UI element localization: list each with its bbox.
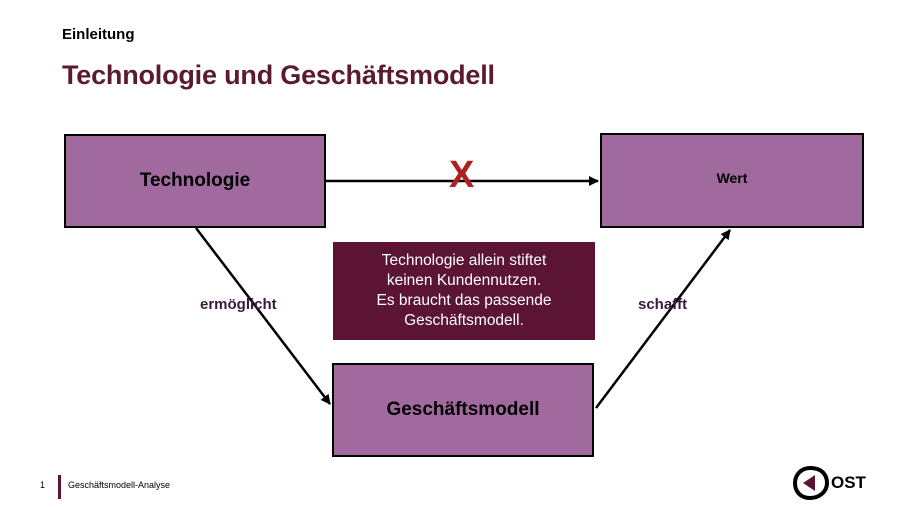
note-box: Technologie allein stiftet keinen Kunden… (333, 242, 595, 340)
edge-label-ermoeglicht: ermöglicht (200, 296, 277, 313)
arrow-technologie-to-geschaeftsmodell (195, 227, 331, 405)
note-line: Es braucht das passende (376, 292, 552, 309)
node-wert-label: Wert (716, 169, 748, 186)
node-geschaeftsmodell-label: Geschäftsmodell (386, 399, 540, 420)
node-geschaeftsmodell: Geschäftsmodell (332, 363, 594, 457)
note-line: keinen Kundennutzen. (386, 272, 542, 289)
ost-logo-icon (793, 466, 829, 500)
cross-mark: X (449, 154, 475, 196)
page-number: 1 (40, 480, 46, 490)
section-label: Einleitung (62, 26, 135, 43)
note-line: Technologie allein stiftet (381, 252, 547, 269)
node-wert: Wert (600, 133, 864, 228)
node-technologie-label: Technologie (139, 170, 251, 191)
footer-divider (58, 475, 61, 499)
footer-title: Geschäftsmodell-Analyse (68, 480, 171, 490)
edge-label-schafft: schafft (638, 296, 688, 313)
note-line: Geschäftsmodell. (404, 312, 524, 329)
ost-logo-text: OST (831, 473, 866, 492)
slide-title: Technologie und Geschäftsmodell (62, 60, 495, 90)
node-technologie: Technologie (64, 134, 326, 228)
arrow-geschaeftsmodell-to-wert (595, 229, 731, 409)
ost-logo: OST (793, 466, 866, 500)
